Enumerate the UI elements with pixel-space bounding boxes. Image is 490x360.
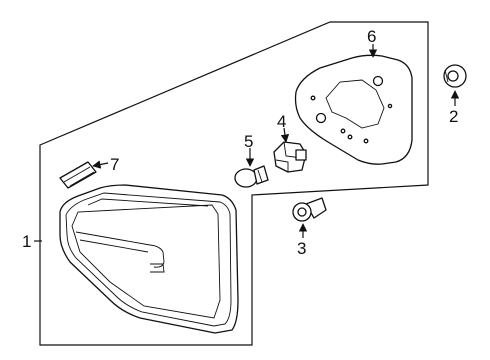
callout-7: 7 — [110, 155, 119, 174]
callout-4: 4 — [277, 112, 286, 131]
lamp-gasket-part-6 — [294, 54, 413, 165]
bulb-socket-part-4 — [273, 141, 307, 173]
callout-6: 6 — [367, 27, 376, 46]
bulb-part-5 — [234, 165, 269, 188]
callout-2: 2 — [449, 107, 458, 126]
callout-3: 3 — [297, 239, 306, 258]
nut-part-3 — [292, 197, 327, 222]
assembly-boundary — [39, 21, 429, 346]
grommet-part-2 — [443, 64, 467, 88]
lamp-lens-part-7 — [59, 161, 97, 189]
leader-lines — [34, 44, 460, 242]
leader-4 — [280, 127, 290, 143]
leader-7 — [92, 160, 109, 169]
callout-1: 1 — [22, 232, 31, 251]
callout-labels: 1 2 3 4 5 6 7 — [22, 27, 458, 258]
tail-lamp-assembly — [59, 184, 239, 334]
callout-5: 5 — [244, 132, 253, 151]
